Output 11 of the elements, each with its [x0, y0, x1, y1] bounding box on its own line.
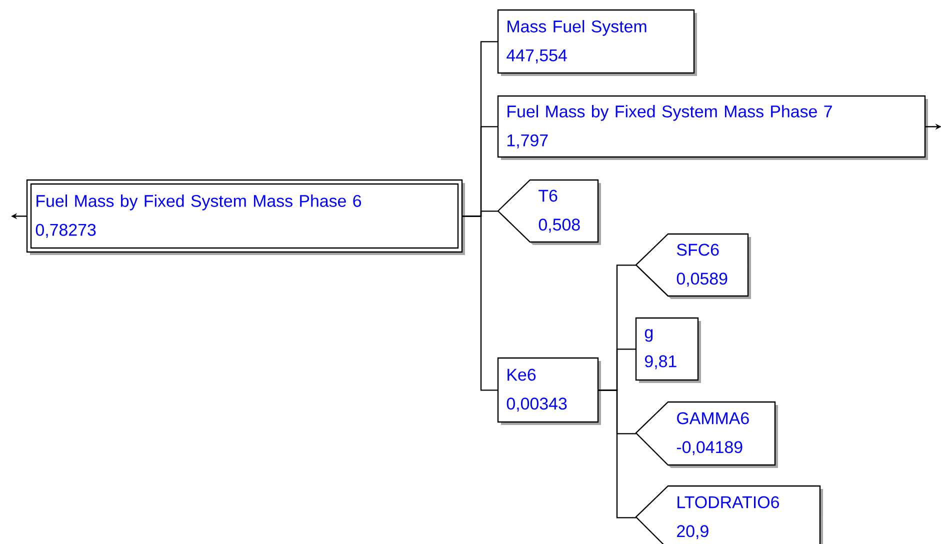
variable-box: Ke6 0,00343 [497, 357, 601, 425]
result-box: Fuel Mass by Fixed System Mass Phase 6 0,78273 [26, 179, 465, 255]
connector-line [462, 216, 498, 391]
variable-box: Mass Fuel System 447,554 [497, 9, 697, 76]
variable-box: g 9,81 [635, 317, 701, 383]
input-pentagon: LTODRATIO6 20,9 [635, 485, 823, 544]
variable-box: Fuel Mass by Fixed System Mass Phase 7 1,797 [497, 95, 928, 160]
connector-line [598, 390, 636, 518]
input-pentagon: GAMMA6 -0,04189 [635, 401, 778, 468]
input-pentagon: T6 0,508 [497, 179, 601, 245]
input-pentagon: SFC6 0,0589 [635, 233, 751, 299]
